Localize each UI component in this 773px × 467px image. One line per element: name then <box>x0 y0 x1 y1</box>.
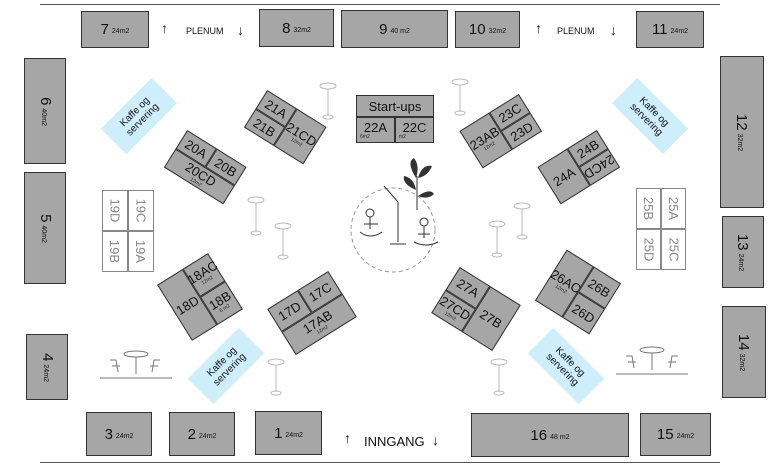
bottom-wall <box>40 462 720 463</box>
booth-number: 19D <box>107 198 123 223</box>
booth-number: 19C <box>133 198 149 223</box>
booth-area: 24m2 <box>676 433 695 440</box>
booth-19D[interactable]: 19D <box>102 190 128 231</box>
plenum-label: PLENUM <box>557 26 595 36</box>
booth-19C[interactable]: 19C <box>128 190 154 231</box>
booth-number: 27B <box>477 306 506 332</box>
booth-number: 22C <box>402 119 427 135</box>
inngang-label: INNGANG <box>364 434 425 449</box>
booth-area: 24m2 <box>285 431 303 439</box>
booth-number: 25D <box>641 237 657 262</box>
top-wall <box>40 4 720 5</box>
booth-25A[interactable]: 25A <box>661 188 686 229</box>
booth-number: 15 <box>656 426 674 443</box>
booth-area: m2 <box>399 133 406 140</box>
arrow-down: ↓ <box>237 22 244 38</box>
booth-number: 7 <box>100 21 109 38</box>
booth-22C[interactable]: 22C m2 <box>395 117 434 143</box>
arrow-up: ↑ <box>161 20 168 36</box>
booth-22A[interactable]: 22A 6m2 <box>356 117 395 143</box>
booth-area: 24m2 <box>670 28 689 35</box>
booth-number: 26B <box>585 275 614 301</box>
booth-number: 17D <box>275 298 304 324</box>
arrow-down: ↓ <box>432 432 439 448</box>
booth-area: 32m2 <box>488 28 507 35</box>
booth-number: 16 <box>530 426 548 444</box>
booth-number: 1 <box>274 424 283 442</box>
booth-number: 2 <box>187 425 196 443</box>
booth-number: 23D <box>507 118 536 144</box>
booth-number: 10 <box>468 21 486 38</box>
cluster-25: 25B 25A 25D 25C <box>636 188 686 270</box>
booth-number: 11 <box>651 21 668 38</box>
arrow-up: ↑ <box>535 20 542 36</box>
booth-number: 19B <box>107 239 123 264</box>
booth-area: 40 m2 <box>390 27 410 35</box>
booth-number: 22A <box>363 119 388 135</box>
cluster-19: 19D 19C 19B 19A <box>102 190 154 272</box>
booth-25B[interactable]: 25B <box>636 188 661 229</box>
booth-number: 9 <box>379 20 388 38</box>
booth-number: 27A <box>454 275 482 301</box>
booth-area: 24m2 <box>198 432 217 440</box>
startups-header[interactable]: Start-ups <box>356 95 434 117</box>
booth-number: 26D <box>569 300 598 326</box>
arrow-down: ↓ <box>610 22 617 38</box>
booth-19B[interactable]: 19B <box>102 231 128 272</box>
booth-number: 25C <box>666 237 682 262</box>
arrow-up: ↑ <box>344 430 351 446</box>
booth-number: 19A <box>133 239 149 264</box>
booth-area: 24m2 <box>115 432 134 440</box>
booth-number: 21B <box>250 114 279 140</box>
booth-19A[interactable]: 19A <box>128 231 154 272</box>
booth-area: 32m2 <box>293 26 311 34</box>
booth-number: 18D <box>173 292 202 318</box>
startups-label: Start-ups <box>368 98 422 114</box>
booth-number: 17C <box>306 279 335 305</box>
booth-area: 48 m2 <box>550 433 570 441</box>
booth-number: 24A <box>550 164 578 189</box>
booth-area: 24m2 <box>111 28 130 35</box>
booth-number: 3 <box>104 425 113 443</box>
booth-area: 6m2 <box>360 133 370 140</box>
plenum-label: PLENUM <box>186 26 224 36</box>
booth-number: 8 <box>282 19 291 37</box>
booth-25C[interactable]: 25C <box>661 229 686 270</box>
booth-25D[interactable]: 25D <box>636 229 661 270</box>
booth-number: 25A <box>666 196 682 221</box>
booth-number: 25B <box>641 196 657 221</box>
